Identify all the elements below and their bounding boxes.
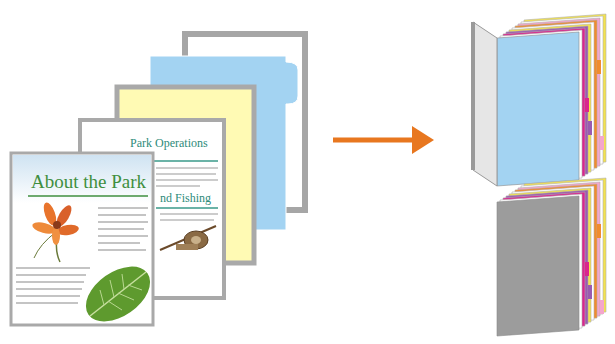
front-page: About the Park xyxy=(11,153,153,325)
index-tab xyxy=(600,300,604,314)
index-tab xyxy=(585,262,589,276)
flower xyxy=(31,201,80,262)
front-page xyxy=(11,153,153,325)
index-tab xyxy=(597,60,601,74)
rule-line xyxy=(156,207,218,209)
open-cover xyxy=(473,22,497,186)
bound-booklet xyxy=(497,178,606,336)
index-tab xyxy=(585,98,589,112)
rule-line xyxy=(28,195,148,197)
process-arrow xyxy=(333,126,434,154)
front-cover xyxy=(497,196,579,336)
index-tab xyxy=(588,285,592,299)
fishing-reel xyxy=(160,226,216,250)
index-tab xyxy=(600,136,604,150)
page-title: About the Park xyxy=(31,172,146,193)
page-header-ground xyxy=(13,155,151,203)
body-text-lines xyxy=(156,168,218,220)
leaf xyxy=(76,255,160,332)
index-tab xyxy=(588,121,592,135)
cover-edge xyxy=(471,22,475,170)
bound-booklet xyxy=(473,14,606,186)
inner-page: Park Operations nd Fishing xyxy=(80,120,224,298)
index-tab xyxy=(597,224,601,238)
page-heading: Park Operations xyxy=(130,137,208,150)
section-heading: nd Fishing xyxy=(160,192,211,205)
front-cover xyxy=(497,32,579,186)
